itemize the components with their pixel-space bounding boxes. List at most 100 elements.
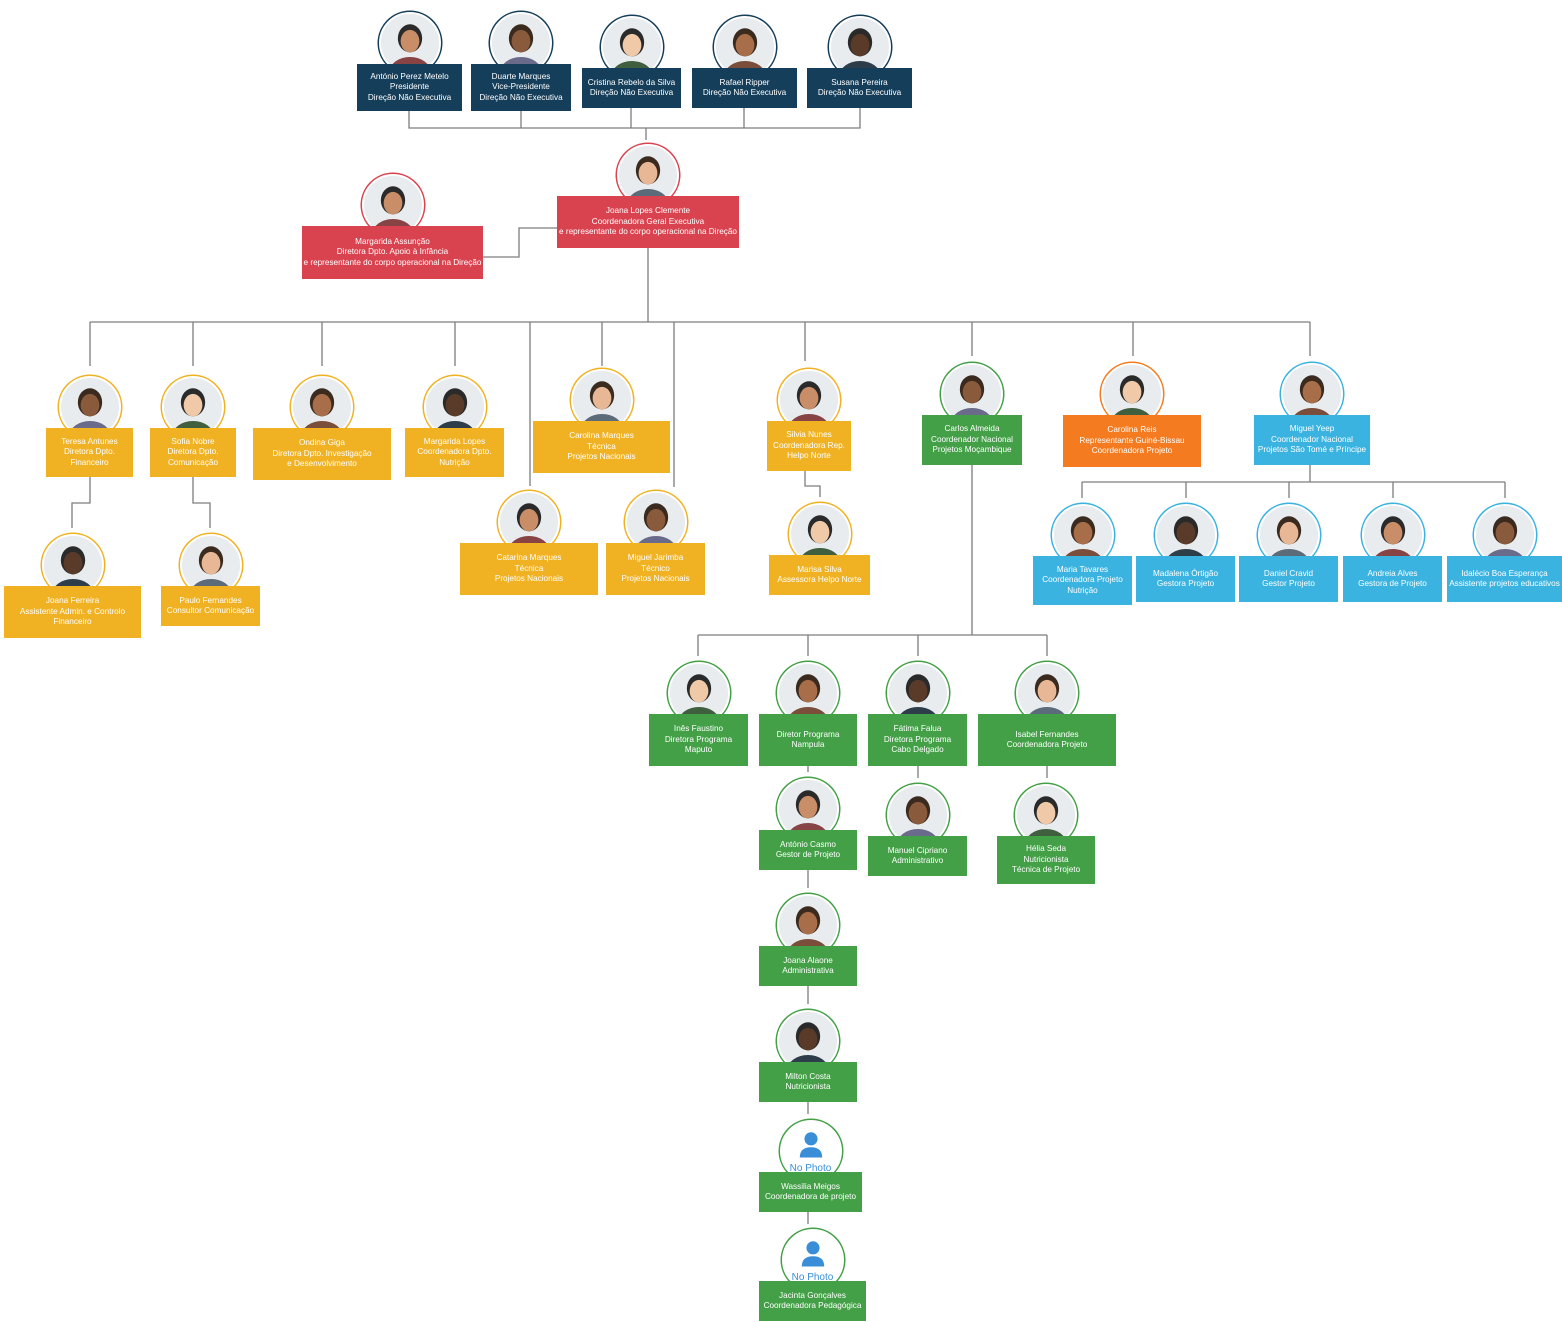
person-name: Idalécio Boa Esperança [1461,568,1548,578]
person-name: Jacinta Gonçalves [779,1290,846,1300]
person-name: Joana Lopes Clemente [605,206,691,216]
portrait-icon [619,146,677,204]
avatar [58,376,121,438]
person-role: Consultor Comunicação [166,606,255,615]
person-role: Coordenadora Dpto. [417,447,492,457]
no-photo-text: No Photo [791,1272,834,1283]
person-name: Milton Costa [785,1071,831,1081]
no-photo-text: No Photo [789,1163,832,1174]
avatar [777,662,839,724]
person-role: Gestora de Projeto [1358,579,1427,588]
person-role: Coordenadora Projeto [1006,740,1088,749]
person-name: Wassilia Meigos [781,1181,840,1191]
person-role: Técnica [587,441,616,451]
person-role: Projetos São Tomé e Príncipe [1257,445,1367,455]
connector-line [804,471,821,497]
person-name: Carlos Almeida [944,424,1000,434]
person-role: Diretora Programa [883,734,952,744]
avatar [291,376,353,438]
person-role: Diretora Dpto. Investigação [272,448,372,458]
person-role: Coordenadora Rep. [773,440,845,450]
person-name: Madalena Órtigão [1152,568,1219,578]
portrait-icon [790,505,849,563]
person-name: Carolina Marques [569,431,634,441]
person-role: Direção Não Executiva [589,88,674,97]
avatar [713,16,776,78]
person-name: Joana Alaone [783,955,833,965]
person-role: Administrativo [891,856,944,865]
portrait-icon [779,664,837,722]
person-role: e representante do corpo operacional na … [303,257,482,267]
person-name: Maria Tavares [1056,564,1109,574]
portrait-icon [830,18,889,76]
person-name: Duarte Marques [491,71,551,81]
avatar [828,16,891,78]
portrait-icon [888,786,947,844]
portrait-icon [715,18,774,76]
person-name: Diretor Programa [776,729,840,739]
person-role: Assistente projetos educativos [1449,579,1560,588]
no-photo-avatar: No Photo [781,1229,844,1291]
person-role: Coordenadora Geral Executiva [591,216,705,226]
person-role: Coordenador Nacional [931,434,1013,444]
person-name: Sofia Nobre [171,436,215,446]
person-role: Cabo Delgado [891,745,944,755]
person-role: Assistente Admin. e Controlo [19,606,126,616]
person-name: Catarina Marques [496,553,562,563]
person-role: Técnico [641,563,670,573]
person-name: Andreia Alves [1367,568,1418,578]
person-role: Direção Não Executiva [367,92,452,102]
person-name: Joana Ferreira [45,596,100,606]
person-name: Margarida Lopes [423,436,486,446]
avatar [490,12,552,74]
person-name: Rafael Ripper [719,77,770,87]
person-name: Miguel Jarimba [627,553,684,563]
person-name: Ondina Giga [299,438,345,448]
avatar [886,784,949,846]
person-role: Direção Não Executiva [817,88,902,97]
person-role: Gestor Projeto [1262,579,1315,588]
person-role: Projetos Moçambique [932,445,1012,455]
person-role: Financeiro [53,617,92,627]
person-role: Diretora Dpto. [167,447,219,457]
avatar [600,16,663,78]
person-role: Coordenadora Projeto [1091,446,1173,456]
avatar [498,491,560,553]
person-role: Projetos Nacionais [567,452,636,462]
person-role: Direção Não Executiva [702,88,787,97]
person-role: Presidente [389,82,430,92]
portrait-icon [779,896,837,954]
person-name: Teresa Antunes [61,436,118,446]
person-name: Carolina Reis [1107,425,1157,435]
person-name: Fátima Falua [893,724,942,734]
avatar [788,503,851,565]
portrait-icon [669,664,728,722]
avatar [777,1010,839,1072]
avatar [1015,784,1077,846]
person-role: Vice-Presidente [492,82,550,92]
no-photo-icon [783,1231,842,1289]
connector-line [408,108,861,129]
person-role: Coordenador Nacional [1271,434,1353,444]
person-name: Daniel Cravid [1263,568,1314,578]
